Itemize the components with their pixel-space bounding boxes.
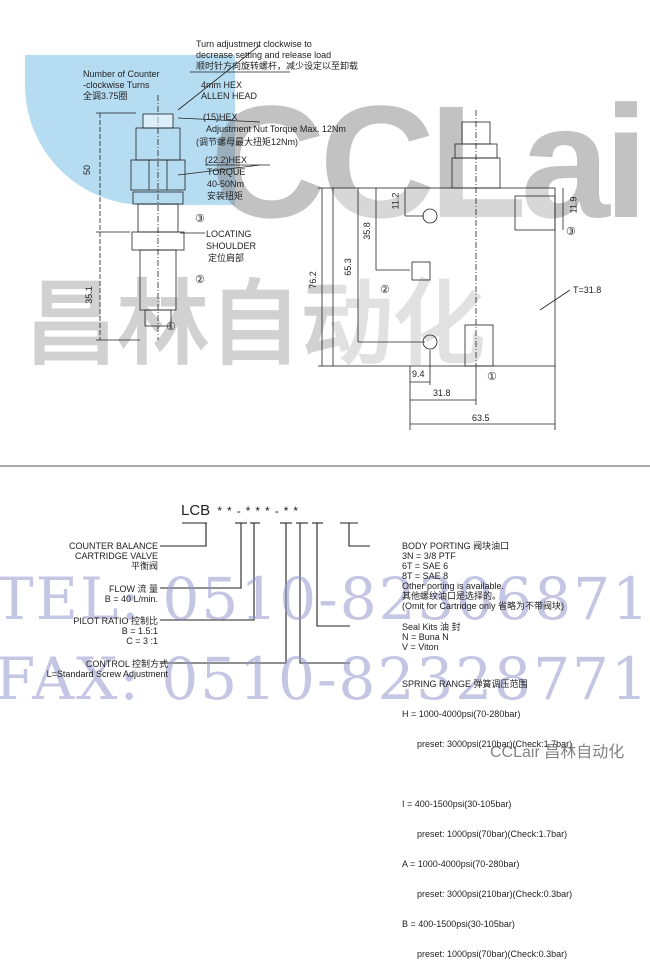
port-1-label: ① [166,321,176,333]
note-line: 4mm HEX [201,80,243,90]
logo-text: CCLair [210,72,650,251]
dim-35-1: 35.1 [83,286,94,304]
code-slot: * [265,504,275,518]
manifold-block [332,110,571,367]
desc-body-porting: BODY PORTING 阀块油口 3N = 3/8 PTF 6T = SAE … [402,541,564,611]
desc-line: FLOW 流 量 [109,584,158,594]
desc-line: SPRING RANGE 弹簧调压范围 [402,679,528,689]
fax-watermark: FAX: 0510-82328771 [0,645,650,713]
desc-line: preset: 1000psi(70bar)(Check:1.7bar) [402,829,568,839]
desc-line: CARTRIDGE VALVE [74,551,158,561]
note-line: decrease setting and release load [196,50,332,60]
desc-line: preset: 3000psi(210bar)(Check:1.7bar) [402,739,573,749]
desc-line: B = 40 L/min. [104,594,158,604]
desc-line: 平衡阀 [130,561,158,571]
desc-pilot-ratio: PILOT RATIO 控制比 B = 1.5:1 C = 3 :1 [73,616,158,646]
dim-50: 50 [82,164,93,176]
desc-line: C = 3 :1 [126,636,158,646]
dim-65-3: 65.3 [342,258,353,276]
note-line: 40-50Nm [207,179,245,189]
logo-text-cn: 昌林自动化 [25,274,486,376]
block-port-3-label: ③ [566,226,576,238]
desc-line: preset: 3000psi(210bar)(Check:0.3bar) [402,889,573,899]
dim-31-8: 31.8 [433,388,451,398]
note-line: 顺时针方向旋转螺杆，减少设定以至卸载 [196,61,359,71]
code-slot: * [293,504,304,518]
code-slot: * [245,504,256,518]
note-line: Turn adjustment clockwise to [196,39,312,49]
desc-line: L=Standard Screw Adjustment [46,669,168,679]
desc-line: B = 1.5:1 [121,626,158,636]
tel-watermark: TEL: 0510-82306871 [0,565,650,633]
code-slot: * [255,504,266,518]
desc-line [402,769,572,779]
desc-valve-type: COUNTER BALANCE CARTRIDGE VALVE 平衡阀 [69,541,158,571]
note-line: Number of Counter [83,69,160,79]
note-line: -clockwise Turns [83,80,150,90]
model-code-leaders [160,522,370,664]
code-dash: - [236,504,246,518]
code-slot: * [283,504,294,518]
dim-63-5: 63.5 [472,413,490,423]
block-port-1-label: ① [487,371,497,383]
cartridge-valve [130,95,186,340]
dim-9-4: 9.4 [412,369,425,379]
note-line: (调节螺母最大扭矩12Nm) [196,137,299,147]
model-code-stars: **-***-** [217,504,303,518]
hydraulic-drawing [0,44,650,664]
port-2-label: ② [195,274,205,286]
desc-line: 其他螺纹油口是选择的。 [402,591,502,601]
desc-line: 6T = SAE 6 [402,561,449,571]
code-dash: - [274,504,284,518]
note-line: SHOULDER [206,241,257,251]
dim-t-31-8: T=31.8 [573,285,602,295]
dim-76-2: 76.2 [307,271,318,289]
model-code: LCB **-***-** [181,502,303,519]
desc-line: PILOT RATIO 控制比 [73,616,158,626]
code-slot: * [227,504,237,518]
desc-seal-kits: Seal Kits 油 封 N = Buna N V = Viton [402,622,461,652]
note-line: 全调3.75圈 [83,91,128,101]
desc-flow: FLOW 流 量 B = 40 L/min. [105,584,158,604]
block-port-2-label: ② [380,284,390,296]
desc-line: 3N = 3/8 PTF [402,551,456,561]
desc-line: preset: 1000psi(70bar)(Check:0.3bar) [402,949,568,959]
desc-spring-range: SPRING RANGE 弹簧调压范围 H = 1000-4000psi(70-… [402,659,572,969]
desc-line: Other porting is available. [402,581,505,591]
note-line: ALLEN HEAD [201,91,258,101]
footer-logo-watermark: CCLair 昌林自动化 [490,744,625,761]
desc-line: COUNTER BALANCE [68,541,158,551]
note-line: TORQUE [207,167,246,177]
dim-35-8: 35.8 [361,222,372,240]
desc-line: V = Viton [402,642,439,652]
note-line: LOCATING [206,229,252,239]
note-line: 定位肩部 [208,253,245,263]
desc-line: Seal Kits 油 封 [402,622,461,632]
note-line: Adjustment Nut Torque Max. 12Nm [206,124,346,134]
desc-control: CONTROL 控制方式 L=Standard Screw Adjustment [47,659,168,679]
desc-line: 8T = SAE 8 [402,571,449,581]
note-line: (22.2)HEX [205,155,248,165]
desc-line: BODY PORTING 阀块油口 [402,541,510,551]
desc-line: A = 1000-4000psi(70-280bar) [402,859,520,869]
dim-11-9: 11.9 [568,196,579,214]
note-line: 安装扭矩 [207,191,244,201]
desc-line: (Omit for Cartridge only 省略为不带阀块) [402,601,565,611]
port-3-label: ③ [195,213,205,225]
desc-line: H = 1000-4000psi(70-280bar) [402,709,521,719]
code-slot: * [217,504,228,518]
note-line: (15)HEX [203,112,238,122]
desc-line: B = 400-1500psi(30-105bar) [402,919,515,929]
dim-11-2: 11.2 [390,192,401,210]
desc-line: CONTROL 控制方式 [85,659,168,669]
model-code-prefix: LCB [181,502,211,519]
desc-line: I = 400-1500psi(30-105bar) [402,799,512,809]
desc-line: N = Buna N [402,632,449,642]
